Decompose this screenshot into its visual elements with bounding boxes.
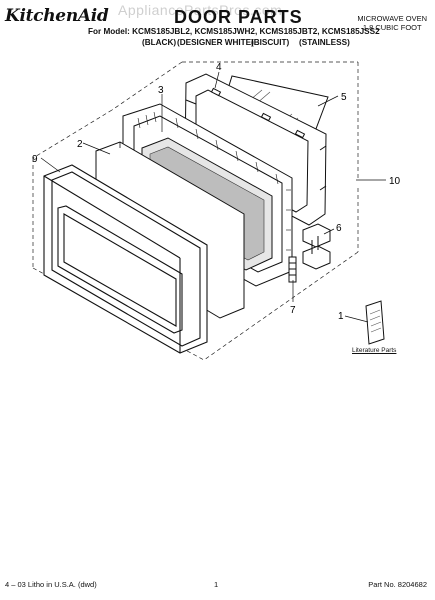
watermark: AppliancePartsPros.com: [118, 2, 283, 18]
callout-5: 5: [341, 92, 347, 103]
part-1-literature: [365, 300, 385, 345]
page-title: DOOR PARTS: [174, 7, 303, 27]
leader-lines: [40, 71, 386, 323]
variant-black: (BLACK): [142, 38, 177, 47]
variant-stainless: (STAINLESS): [299, 38, 350, 47]
variant-designer-white: (DESIGNER WHITE): [177, 38, 254, 47]
literature-parts-label: Literature Parts: [352, 347, 397, 354]
callout-4: 4: [216, 62, 222, 73]
callout-2: 2: [77, 139, 83, 150]
footer-page-number: 1: [214, 580, 219, 589]
part-6-hinge: [302, 223, 331, 270]
part-9-door-trim: [43, 164, 208, 354]
callout-1: 1: [338, 311, 344, 322]
variant-biscuit: (BISCUIT): [251, 38, 290, 47]
model-line: For Model: KCMS185JBL2, KCMS185JWH2, KCM…: [88, 27, 380, 36]
callout-7: 7: [290, 305, 296, 316]
footer-part-number: Part No. 8204682: [368, 580, 427, 589]
product-description: MICROWAVE OVEN 1.8 CUBIC FOOT: [357, 14, 427, 32]
part-7-latch: [288, 256, 297, 283]
callout-6: 6: [336, 223, 342, 234]
footer-litho: 4 – 03 Litho in U.S.A. (dwd): [5, 580, 97, 589]
callout-10: 10: [389, 176, 401, 187]
callout-3: 3: [158, 85, 164, 96]
product-line-2: 1.8 CUBIC FOOT: [362, 23, 422, 32]
brand-logo: KitchenAid: [5, 6, 109, 26]
product-line-1: MICROWAVE OVEN: [357, 14, 427, 23]
callout-9: 9: [32, 154, 38, 165]
